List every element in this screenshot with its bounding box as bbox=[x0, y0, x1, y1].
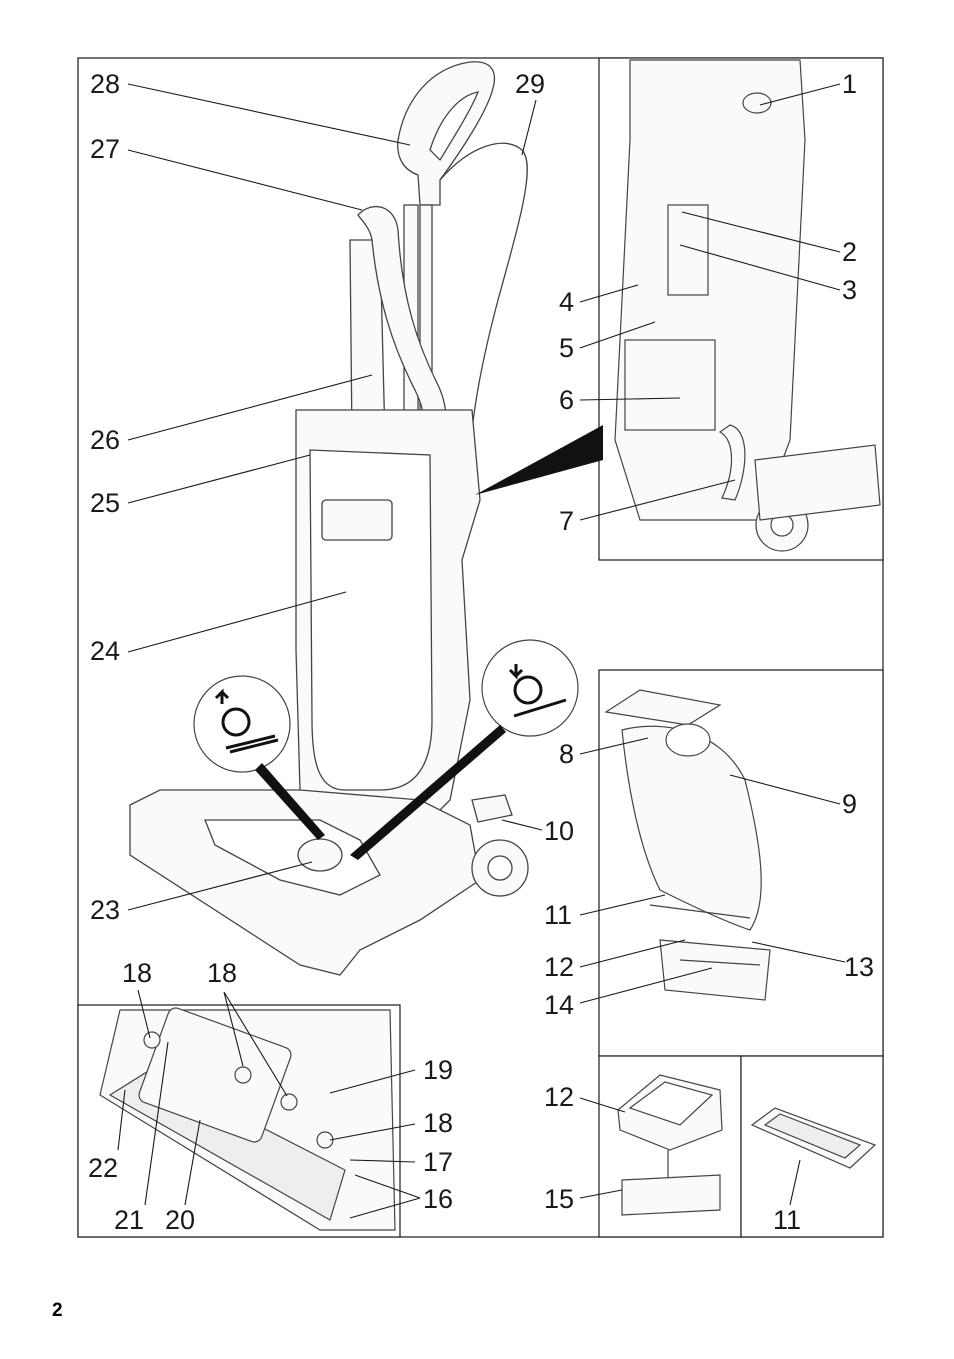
callout-29: 29 bbox=[515, 69, 546, 99]
bag-tray-detail-drawing bbox=[750, 1107, 877, 1169]
rear-wheel-hub bbox=[487, 855, 513, 881]
callout-4: 4 bbox=[559, 287, 575, 317]
callout-18-left: 18 bbox=[122, 958, 153, 988]
callout-20: 20 bbox=[165, 1205, 196, 1235]
filter-detail-drawing bbox=[617, 1074, 723, 1216]
callout-8: 8 bbox=[559, 739, 575, 769]
callout-5: 5 bbox=[559, 333, 575, 363]
callout-22: 22 bbox=[88, 1153, 119, 1183]
main-view-frame bbox=[77, 57, 884, 1238]
callout-25: 25 bbox=[90, 488, 121, 518]
callout-18-right: 18 bbox=[423, 1108, 454, 1138]
cover-latch bbox=[321, 499, 393, 541]
callout-2: 2 bbox=[842, 237, 858, 267]
callout-13: 13 bbox=[844, 952, 875, 982]
brush-height-up-icon bbox=[193, 675, 325, 840]
callout-11-tray: 11 bbox=[773, 1205, 802, 1235]
callout-3: 3 bbox=[842, 275, 858, 305]
callout-12-filter: 12 bbox=[544, 1082, 575, 1112]
callout-26: 26 bbox=[90, 425, 121, 455]
leader-lines bbox=[117, 83, 846, 1219]
power-cord bbox=[439, 142, 528, 483]
callout-9: 9 bbox=[842, 789, 858, 819]
detail-pointer-wedge bbox=[475, 425, 603, 495]
foot-pedal bbox=[471, 794, 513, 823]
callout-24: 24 bbox=[90, 636, 121, 666]
callout-1: 1 bbox=[842, 69, 858, 99]
brush-height-knob bbox=[297, 838, 343, 872]
page-number: 2 bbox=[52, 1300, 63, 1321]
floor-head-top bbox=[204, 819, 381, 896]
bag-detail-drawing bbox=[604, 689, 771, 1001]
brush-detail-drawing bbox=[99, 1007, 396, 1231]
callout-14: 14 bbox=[544, 990, 575, 1020]
main-vacuum bbox=[129, 61, 529, 976]
callout-23: 23 bbox=[90, 895, 121, 925]
callout-27: 27 bbox=[90, 134, 121, 164]
callout-6: 6 bbox=[559, 385, 575, 415]
handle-opening bbox=[429, 91, 480, 162]
callout-28: 28 bbox=[90, 69, 121, 99]
callout-19: 19 bbox=[423, 1055, 454, 1085]
top-detail-drawing bbox=[614, 59, 881, 552]
callout-21: 21 bbox=[114, 1205, 145, 1235]
brush-height-down-icon bbox=[350, 639, 579, 860]
callout-16: 16 bbox=[423, 1184, 454, 1214]
callout-10: 10 bbox=[544, 816, 575, 846]
callout-18-center: 18 bbox=[207, 958, 238, 988]
callout-17: 17 bbox=[423, 1147, 454, 1177]
callout-12: 12 bbox=[544, 952, 575, 982]
callout-7: 7 bbox=[559, 506, 575, 536]
callout-15: 15 bbox=[544, 1184, 575, 1214]
callout-11: 11 bbox=[544, 900, 573, 930]
